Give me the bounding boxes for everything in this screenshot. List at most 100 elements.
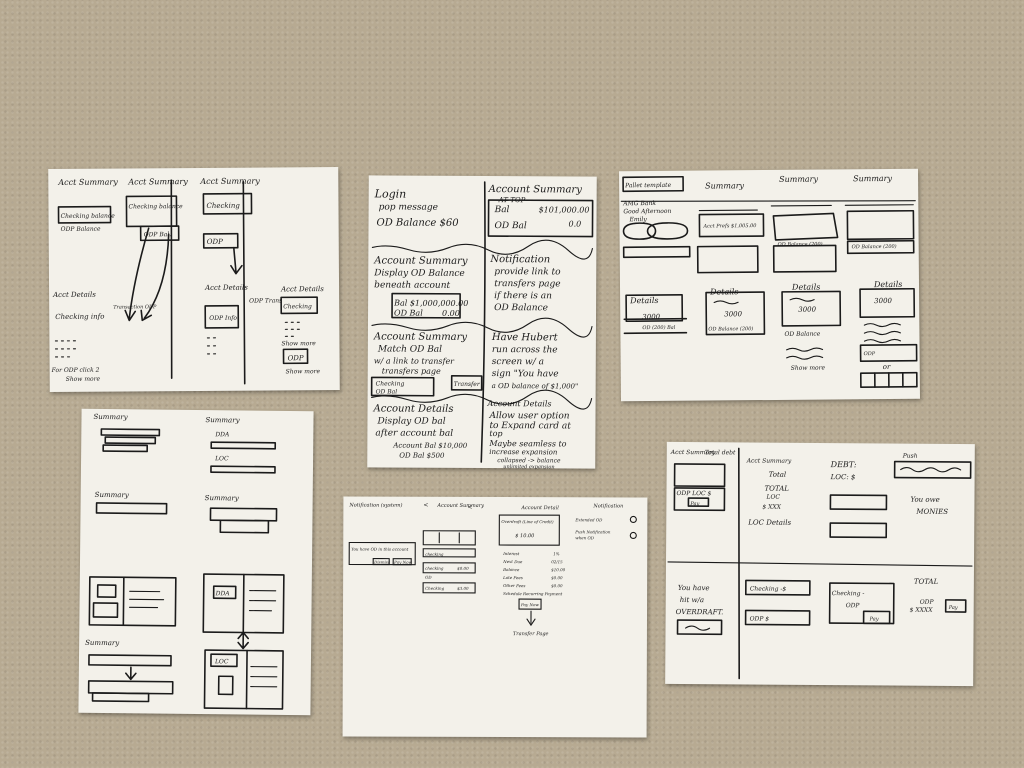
sheet-a-drawing: Acct Summary Acct Summary Acct Summary C…	[51, 177, 324, 385]
sign-label: sign "You have	[492, 369, 559, 379]
transaction-odp-label: Transaction ODP	[113, 304, 157, 310]
acct-summary-title: Acct Summary	[199, 177, 260, 186]
display-od-label: Display OD Balance	[373, 268, 465, 278]
with-link-label: w/ a link to transfer	[374, 356, 455, 365]
pop-message-label: pop message	[379, 202, 438, 212]
value-3000: 3000	[724, 310, 742, 318]
at-top-label: AT TOP	[498, 196, 526, 204]
alert-text: You have OD in this account	[351, 546, 409, 551]
overdraft-label: OVERDRAFT.	[676, 608, 724, 616]
pay-button: Pay	[869, 616, 879, 622]
run-across-label: run across the	[492, 345, 558, 355]
odp-label: ODP	[846, 602, 861, 609]
odp-balance-label: ODP Balance	[61, 226, 101, 233]
checking-balance-label: Checking balance	[128, 203, 183, 210]
details-title: Details	[629, 296, 658, 305]
od-balance-label: OD Balance (200)	[778, 241, 823, 248]
greeting-line: Emily	[628, 216, 647, 223]
checking-label: Checking -	[832, 590, 865, 597]
show-more-label: Show more	[286, 368, 321, 375]
od-balance-label: OD Balance	[494, 303, 548, 313]
monies-label: MONIES	[915, 508, 948, 516]
balance-value: $10.00	[551, 567, 565, 572]
odp-label: ODP $	[750, 616, 770, 623]
od-bal-value: 0.0	[568, 219, 581, 228]
checking-label: Checking	[206, 202, 240, 210]
checking-label: Checking	[425, 586, 445, 591]
total-debt-label: Total debt	[705, 449, 736, 456]
checking-label: checking	[425, 566, 444, 571]
top-label: top	[489, 429, 502, 438]
account-summary-title: Account Summary	[373, 331, 468, 342]
summary-title: Summary	[93, 413, 128, 421]
account-details-title: Account Details	[373, 403, 454, 414]
late-fees-label: Late Fees	[502, 575, 523, 580]
od-bal-label: OD Bal $500	[399, 452, 445, 460]
next-due-label: Next Due	[502, 559, 523, 564]
checking-label: Checking	[283, 303, 312, 310]
transfers-page-label: transfers page	[382, 366, 441, 375]
sheet-c-drawing: Pallet template Summary Summary Summary …	[620, 174, 918, 389]
loc-label: LOC	[214, 658, 229, 665]
sketch-sheet-summary-details: Pallet template Summary Summary Summary …	[619, 168, 920, 402]
overdraft-label: Overdraft (Line of Credit)	[501, 519, 554, 524]
greeting-line: Good Afternoon	[623, 208, 671, 215]
beneath-account-label: beneath account	[374, 280, 450, 290]
odp-label: ODP	[864, 351, 876, 357]
acct-details-title: Acct Details	[280, 285, 324, 293]
total-label: Total	[769, 471, 787, 479]
show-more-label: Show more	[281, 340, 316, 347]
maybe-label: Maybe seamless to	[488, 439, 566, 448]
dda-label: DDA	[214, 431, 230, 438]
account-detail-title: Account Detail	[520, 505, 559, 511]
odp-info-label: ODP Info	[209, 315, 237, 322]
checking-amount: $3.00	[457, 586, 469, 591]
dismiss-button: Dismiss	[373, 560, 390, 565]
value-3000: 3000	[642, 313, 660, 321]
other-fees-label: Other Fees	[503, 583, 525, 588]
odp-label: ODP	[920, 599, 935, 606]
allow-user-label: Allow user option	[488, 411, 569, 421]
checking-label: Checking -$	[750, 586, 787, 593]
when-od-label: when OD	[575, 535, 595, 540]
pay-now-button: Pay Now	[520, 602, 539, 607]
account-bal-label: Account Bal $10,000	[392, 442, 467, 450]
checking-label: checking	[425, 552, 444, 557]
od-label: OD	[425, 575, 432, 580]
next-due-value: 02/15	[551, 559, 563, 564]
checking-info-label: Checking info	[55, 313, 104, 321]
notification-title: Notification	[592, 503, 623, 509]
od-balance-of-label: a OD balance of $1,000"	[492, 382, 579, 390]
loc-label: LOC: $	[830, 473, 856, 481]
total-label: TOTAL	[764, 485, 789, 493]
total-label: TOTAL	[914, 578, 939, 586]
if-there-label: if there is an	[494, 291, 552, 301]
account-summary-title: Account Summary	[436, 503, 484, 509]
push-label: Push	[902, 453, 918, 460]
have-hubert-label: Have Hubert	[491, 332, 559, 343]
summary-title: Summary	[205, 494, 240, 502]
transfers-page-label: transfers page	[494, 279, 560, 289]
login-title: Login	[374, 187, 407, 200]
screen-with-label: screen w/ a	[492, 357, 544, 367]
od-balance-label: OD Balance	[784, 331, 820, 338]
bal-amount-label: Bal $1,000,000.00	[393, 299, 468, 308]
sketch-sheet-storyboard: Login pop message OD Balance $60 Account…	[367, 175, 597, 470]
loc-details-label: LOC Details	[747, 518, 791, 526]
acct-pref-label: Acct Prefs $1,005.00	[702, 223, 757, 229]
checking-amount: $0.00	[457, 566, 469, 571]
summary-title: Summary	[95, 491, 130, 499]
od-bal-label: OD Bal	[494, 221, 526, 231]
odp-label: ODP	[207, 238, 223, 246]
transfer-button-label: Transfer	[454, 381, 481, 388]
unlimited-label: unlimited expansion	[503, 464, 554, 470]
match-od-label: Match OD Bal	[377, 344, 442, 354]
greeting-line: AMG Bank	[622, 200, 656, 207]
amount-placeholder: $ XXX	[762, 504, 781, 511]
checking-balance-label: Checking balance	[61, 213, 116, 220]
provide-link-label: provide link to	[494, 267, 561, 277]
notification-title: Notification	[489, 254, 550, 265]
checking-mini-label: Checking	[376, 380, 405, 387]
account-summary-title: Account Summary	[488, 184, 583, 195]
acct-summary-title: Acct Summary	[746, 457, 792, 464]
